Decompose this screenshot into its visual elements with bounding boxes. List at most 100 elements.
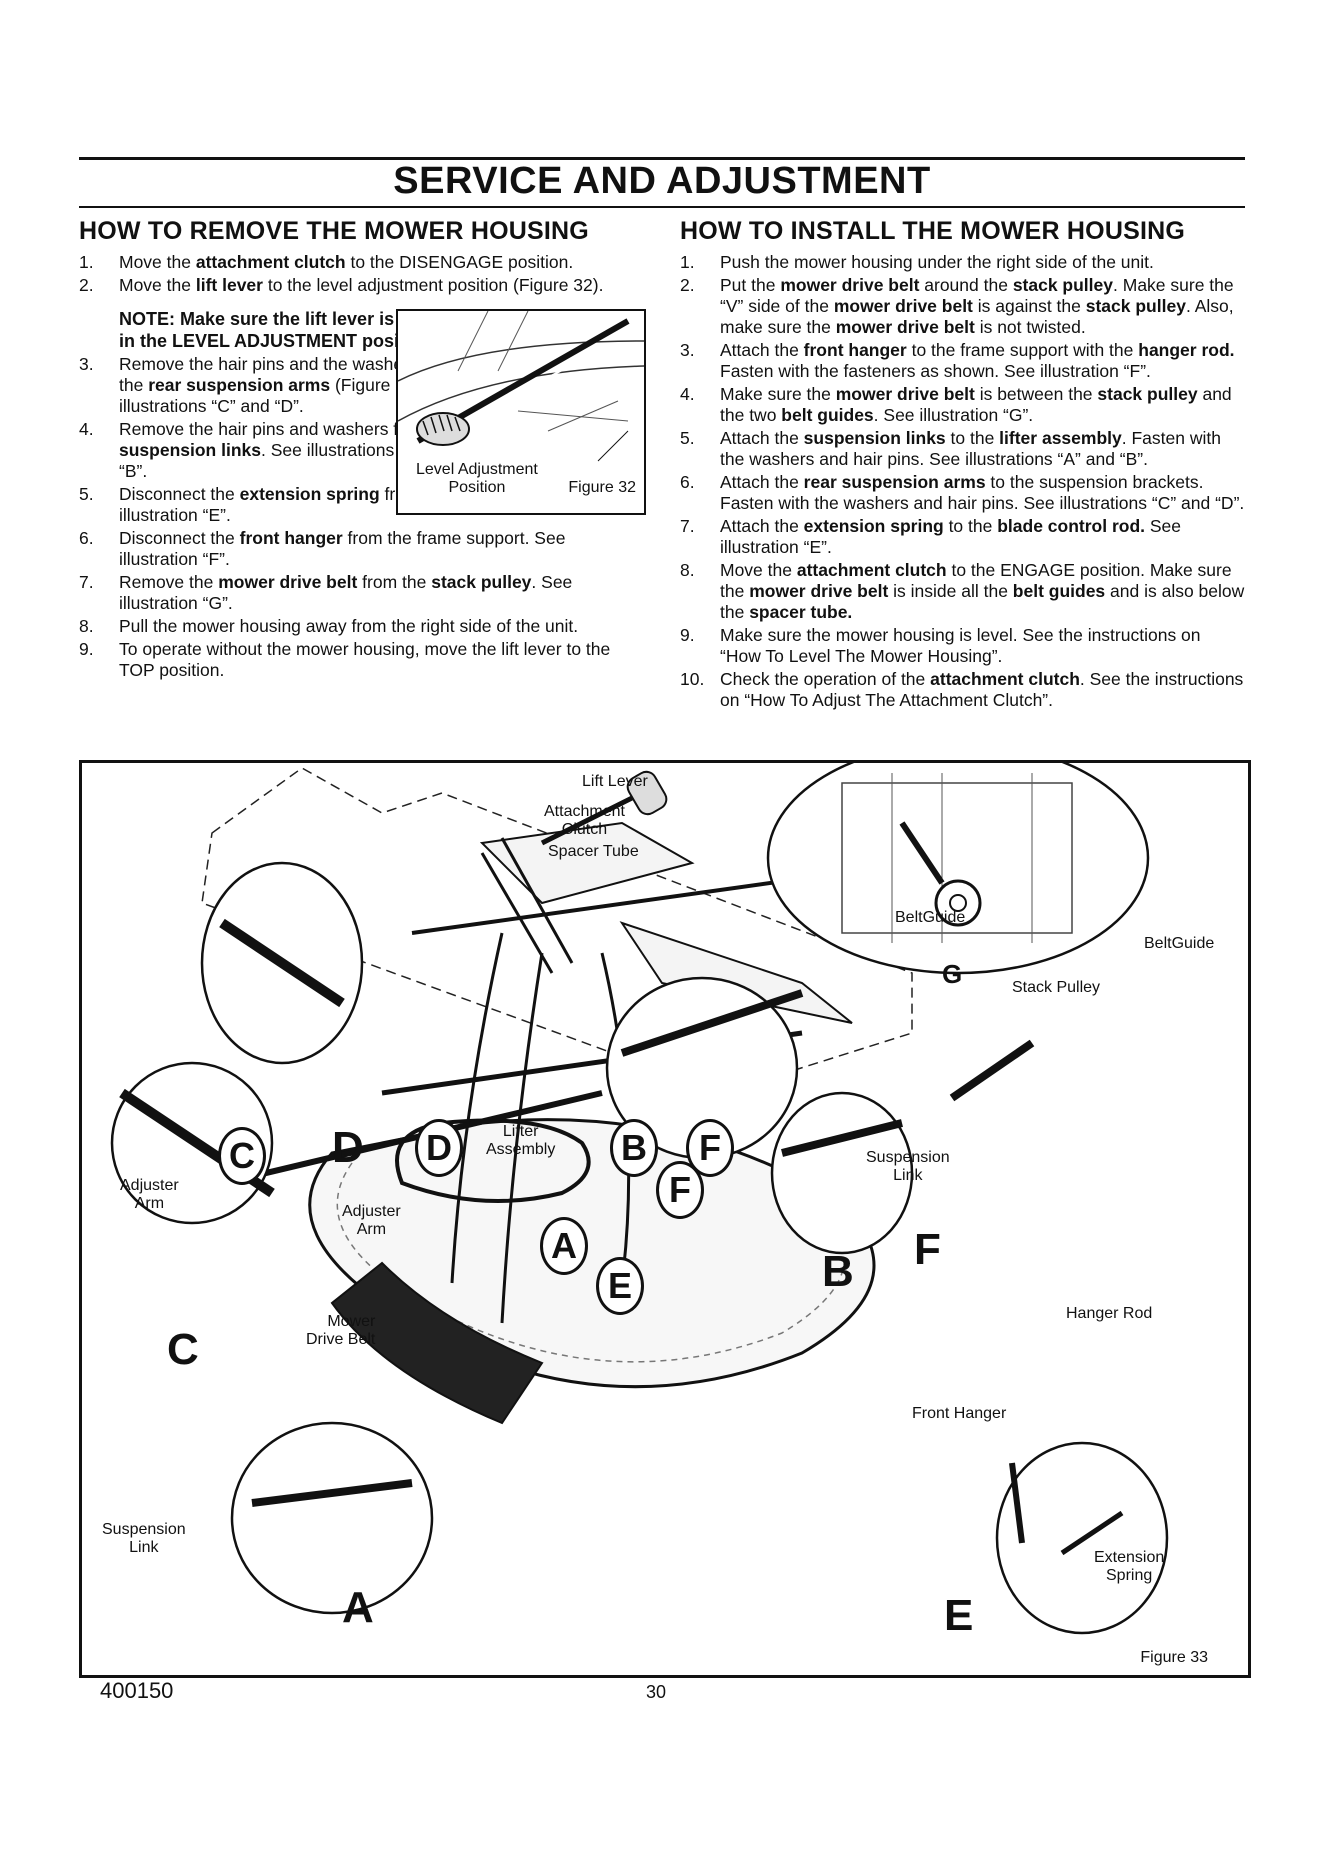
step-part: . Also, make sure the xyxy=(720,296,1234,337)
page-title: SERVICE AND ADJUSTMENT xyxy=(393,160,931,202)
step-part: from the frame support. See illustration… xyxy=(119,528,566,569)
label-stack-pulley: Stack Pulley xyxy=(1012,979,1101,996)
step-number: 9. xyxy=(680,625,695,645)
step-text: Remove the hair pins and the washers fro… xyxy=(119,354,464,417)
step-number: 3. xyxy=(79,354,94,374)
label-belt-guide-right: BeltGuide xyxy=(1144,935,1215,952)
list-item: 8.Pull the mower housing away from the r… xyxy=(79,616,644,637)
step-bold: lifter assembly xyxy=(999,428,1122,448)
step-text: Make sure the mower drive belt is betwee… xyxy=(720,384,1245,426)
step-number: 7. xyxy=(79,572,94,592)
label-attachment-clutch: Attachment Clutch xyxy=(544,803,625,838)
step-bold: mower drive belt xyxy=(835,317,975,337)
install-heading: HOW TO INSTALL THE MOWER HOUSING xyxy=(680,217,1185,245)
step-text: Move the lift lever to the level adjustm… xyxy=(119,275,644,296)
remove-heading: HOW TO REMOVE THE MOWER HOUSING xyxy=(79,217,589,245)
remove-section: HOW TO REMOVE THE MOWER HOUSING 1.Move t… xyxy=(79,216,644,683)
step-bold: mower drive belt xyxy=(780,275,920,295)
step-part: around the xyxy=(919,275,1013,295)
figure-33-caption: Figure 33 xyxy=(1140,1649,1208,1666)
step-part: to the xyxy=(943,516,998,536)
step-number: 4. xyxy=(680,384,695,404)
figure-33-drawing xyxy=(110,763,1169,1635)
step-bold: extension spring xyxy=(239,484,380,504)
step-number: 4. xyxy=(79,419,94,439)
label-hanger-rod: Hanger Rod xyxy=(1066,1305,1153,1322)
callout-C: C xyxy=(218,1127,266,1185)
step-part: . Make sure the “V” side of the xyxy=(720,275,1234,316)
list-item: 1.Push the mower housing under the right… xyxy=(680,252,1245,273)
step-part: Attach the xyxy=(720,340,804,360)
list-item: 8.Move the attachment clutch to the ENGA… xyxy=(680,560,1245,623)
step-part: Make sure the mower housing is level. Se… xyxy=(720,625,1201,666)
step-part: Disconnect the xyxy=(119,484,240,504)
callout-B: B xyxy=(610,1119,658,1177)
list-item: 1.Move the attachment clutch to the DISE… xyxy=(79,252,644,273)
step-number: 5. xyxy=(680,428,695,448)
step-text: Move the attachment clutch to the DISENG… xyxy=(119,252,644,273)
step-bold: stack pulley xyxy=(1085,296,1186,316)
step-text: Put the mower drive belt around the stac… xyxy=(720,275,1245,338)
step-text: To operate without the mower housing, mo… xyxy=(119,639,644,681)
step-part: . See illustration “G”. xyxy=(873,405,1034,425)
step-text: Remove the mower drive belt from the sta… xyxy=(119,572,644,614)
label-suspension-link-left: Suspension Link xyxy=(102,1521,186,1556)
step-bold: suspension links xyxy=(803,428,946,448)
page-number: 30 xyxy=(646,1682,667,1702)
label-adjuster-arm-mid: Adjuster Arm xyxy=(342,1203,401,1238)
letter-F: F xyxy=(914,1225,941,1274)
callout-E: E xyxy=(596,1257,644,1315)
callout-F: F xyxy=(686,1119,734,1177)
list-item: 7. Remove the mower drive belt from the s… xyxy=(79,572,644,614)
step-part: to the level adjustment position (Figure… xyxy=(262,275,604,295)
step-part: Attach the xyxy=(720,516,804,536)
step-part: See illustration “E”. xyxy=(720,516,1182,557)
label-lift-lever: Lift Lever xyxy=(582,773,648,790)
figure-32-drawing xyxy=(398,311,644,462)
step-part: to the DISENGAGE position. xyxy=(345,252,574,272)
title-rule-bottom xyxy=(79,206,1245,208)
install-section: HOW TO INSTALL THE MOWER HOUSING 1.Push … xyxy=(680,216,1245,713)
step-part: Check the operation of the xyxy=(720,669,931,689)
step-bold: rear suspension arms xyxy=(148,375,331,395)
label-extension-spring: Extension Spring xyxy=(1094,1549,1165,1584)
step-number: 6. xyxy=(680,472,695,492)
list-item: 6.Disconnect the front hanger from the f… xyxy=(79,528,644,570)
letter-D: D xyxy=(332,1123,364,1172)
step-bold: stack pulley xyxy=(1012,275,1114,295)
step-part: To operate without the mower housing, mo… xyxy=(119,639,611,680)
step-bold: mower drive belt xyxy=(749,581,889,601)
step-text: Pull the mower housing away from the rig… xyxy=(119,616,644,637)
step-part: Remove the hair pins and washers from th… xyxy=(119,419,458,439)
step-part: Remove the hair pins and the washers fro… xyxy=(119,354,458,395)
document-number: 400150 xyxy=(100,1678,174,1703)
step-text: Disconnect the front hanger from the fra… xyxy=(119,528,644,570)
step-part: is between the xyxy=(974,384,1098,404)
step-part: to the ENGAGE position. Make sure the xyxy=(720,560,1232,601)
list-item: 9.To operate without the mower housing, … xyxy=(79,639,644,681)
letter-E: E xyxy=(944,1591,974,1640)
figure-32-caption: Figure 32 xyxy=(568,479,636,496)
label-belt-guide-left: BeltGuide xyxy=(895,909,966,926)
step-part: Disconnect the xyxy=(119,528,240,548)
step-bold: mower drive belt xyxy=(218,572,358,592)
step-part: Put the xyxy=(720,275,781,295)
step-bold: extension spring xyxy=(803,516,944,536)
step-bold: blade control rod. xyxy=(997,516,1146,536)
step-bold: stack pulley xyxy=(1097,384,1198,404)
list-item: 3.Attach the front hanger to the frame s… xyxy=(680,340,1245,382)
step-part: is inside all the xyxy=(888,581,1013,601)
letter-G: G xyxy=(942,959,963,989)
letter-A: A xyxy=(342,1583,374,1632)
label-spacer-tube: Spacer Tube xyxy=(548,843,639,860)
list-item: 3. Remove the hair pins and the washers f… xyxy=(79,354,644,417)
step-part: to the suspension brackets. Fasten with … xyxy=(720,472,1245,513)
step-bold: front hanger xyxy=(239,528,343,548)
step-bold: suspension links xyxy=(119,440,261,460)
step-part: Pull the mower housing away from the rig… xyxy=(119,616,579,636)
step-bold: rear suspension arms xyxy=(803,472,986,492)
step-number: 7. xyxy=(680,516,695,536)
label-adjuster-arm-left: Adjuster Arm xyxy=(120,1177,179,1212)
figure-32-label: Level Adjustment Position xyxy=(416,461,538,496)
step-bold: stack pulley xyxy=(431,572,532,592)
